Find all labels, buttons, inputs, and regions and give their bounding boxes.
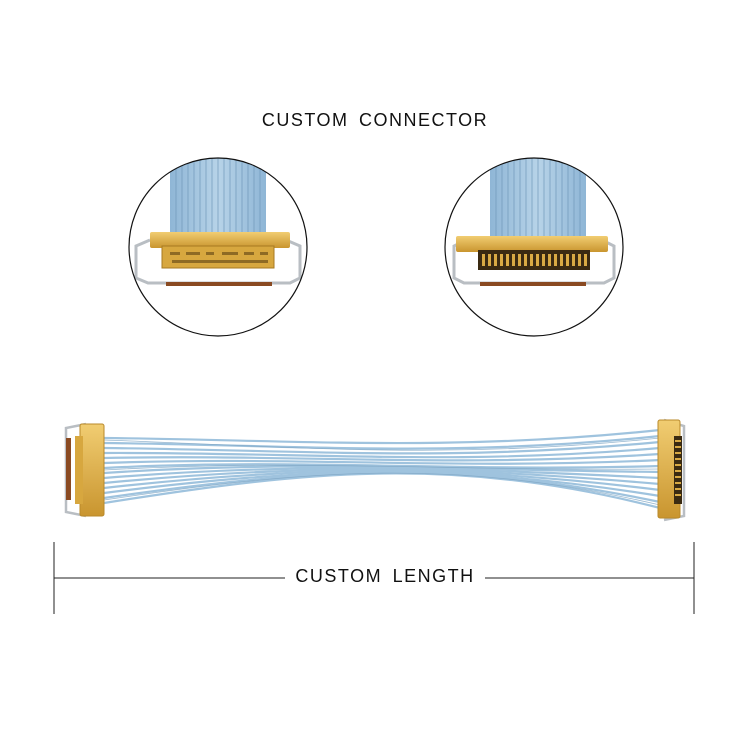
copper-strip xyxy=(480,282,586,286)
gold-connector xyxy=(456,236,608,252)
wire-ribbon xyxy=(103,428,661,510)
custom-connector-heading: CUSTOM CONNECTOR xyxy=(261,110,489,130)
copper-strip xyxy=(66,438,71,500)
full-cable xyxy=(64,418,686,522)
copper-strip xyxy=(166,282,272,286)
connector-detail-right xyxy=(444,157,624,337)
gold-connector xyxy=(79,423,105,517)
gold-connector xyxy=(150,232,290,248)
zoom-circle-left xyxy=(128,157,308,337)
connector-detail-left xyxy=(128,157,308,337)
custom-length-label: CUSTOM LENGTH xyxy=(285,566,485,587)
zoom-circle-right xyxy=(444,157,624,337)
